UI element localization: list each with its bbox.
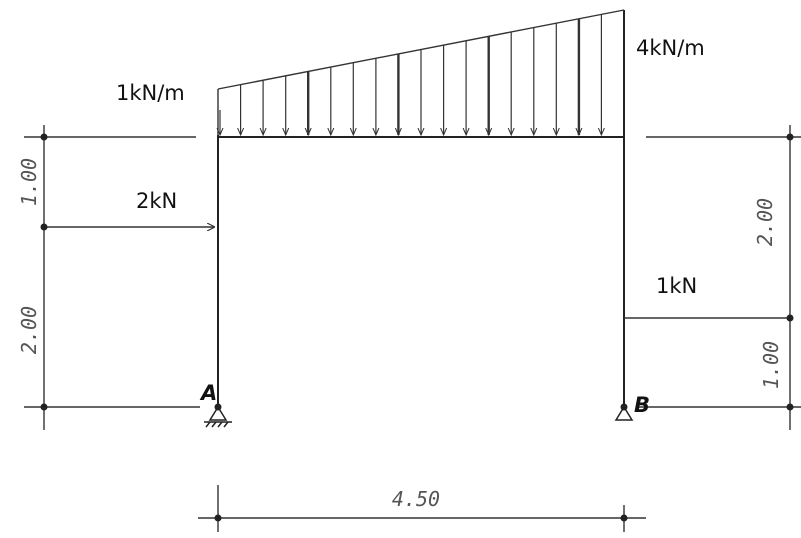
right-upper-dimension-label: 2.00 <box>753 198 777 246</box>
right-point-load-label: 1kN <box>656 274 697 298</box>
right-lower-dimension-label: 1.00 <box>759 341 783 389</box>
support-b-label: B <box>634 393 650 417</box>
right-dim-node-top <box>786 133 794 141</box>
load-arrows <box>220 14 601 135</box>
point-loads <box>44 227 790 319</box>
span-dimension-label: 4.50 <box>392 487 440 511</box>
support-a-hatch <box>205 421 229 428</box>
frame <box>217 10 625 407</box>
support-b <box>614 403 634 421</box>
left-lower-dimension-label: 2.00 <box>17 306 41 354</box>
left-point-load-label: 2kN <box>136 189 177 213</box>
distributed-load-start-label: 1kN/m <box>116 81 185 105</box>
left-dim-node-mid <box>40 223 48 231</box>
right-dim-node-mid <box>786 314 794 322</box>
support-a-triangle <box>208 405 228 421</box>
span-node-right <box>620 514 628 522</box>
span-node-left <box>214 514 222 522</box>
support-a <box>204 403 232 428</box>
distributed-load-end-label: 4kN/m <box>636 36 705 60</box>
left-dimension <box>24 125 200 430</box>
support-b-triangle <box>614 405 634 421</box>
distributed-load <box>218 9 625 135</box>
support-a-label: A <box>199 381 217 405</box>
span-dimension <box>198 485 646 532</box>
left-upper-dimension-label: 1.00 <box>17 158 41 206</box>
right-dim-node-bottom <box>786 403 794 411</box>
left-dim-node-top <box>40 133 48 141</box>
right-dimension <box>636 125 801 430</box>
left-dim-node-bottom <box>40 403 48 411</box>
